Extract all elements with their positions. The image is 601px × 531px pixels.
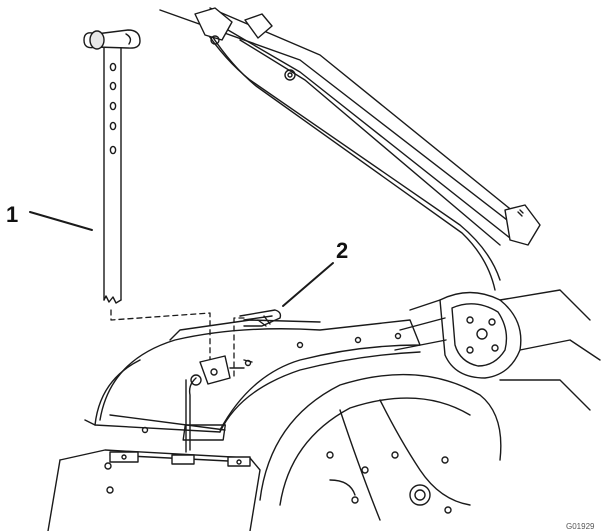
rear-flap (47, 449, 261, 531)
leader-line-2 (282, 262, 334, 307)
pin-assembly-line (233, 317, 245, 377)
callout-label-1: 1 (6, 202, 19, 227)
tine-hood (84, 319, 421, 441)
transmission-housing (394, 289, 601, 411)
depth-stake (83, 29, 141, 304)
tine-rotor (259, 373, 502, 521)
figure-code: G01929 (566, 522, 595, 531)
stake-bracket (185, 355, 253, 453)
assembly-line (110, 309, 211, 377)
hairpin-cotter-pin (239, 309, 282, 327)
leader-line-1 (29, 211, 93, 231)
callout-label-2: 2 (336, 238, 349, 263)
tiller-handle (159, 7, 541, 291)
